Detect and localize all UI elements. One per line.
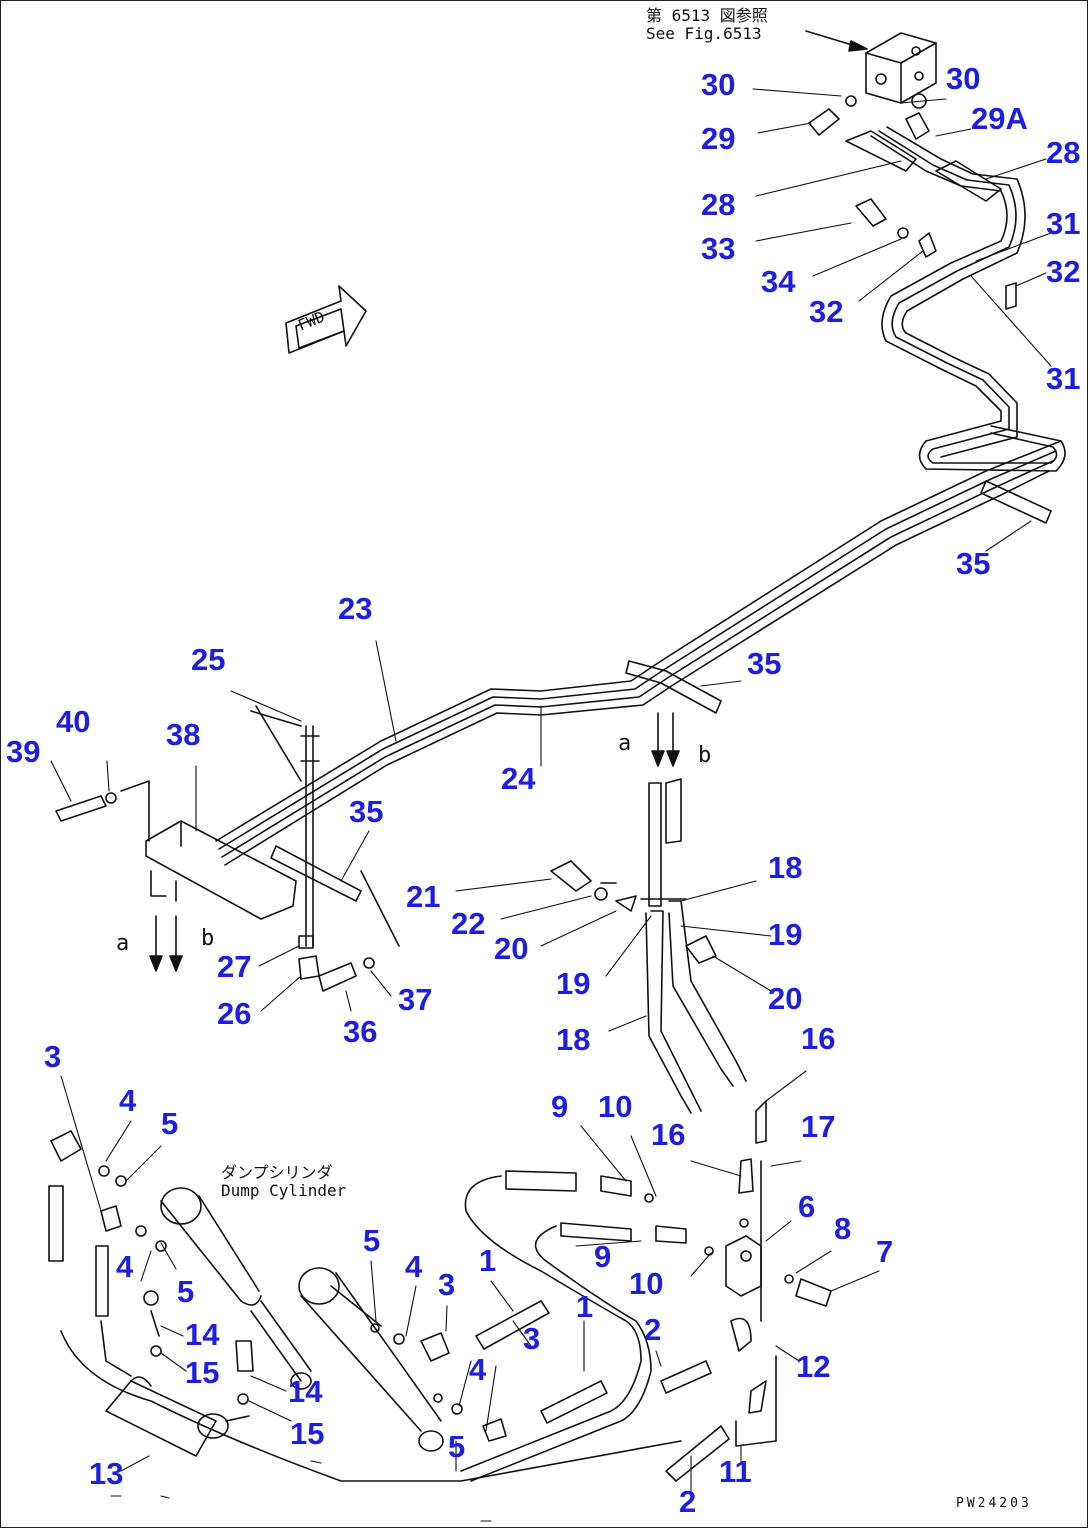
bracket-38 [55, 780, 297, 920]
callout-14: 14 [185, 1317, 220, 1352]
callout-5: 5 [363, 1223, 381, 1258]
drawing-code: PW24203 [956, 1496, 1032, 1511]
callout-9: 9 [594, 1239, 612, 1274]
callout-21: 21 [406, 879, 441, 914]
callout-32: 32 [1046, 254, 1081, 289]
fwd-arrow-symbol [285, 285, 367, 354]
callout-29a: 29A [971, 101, 1028, 136]
cylinder-arm [298, 1267, 444, 1452]
clip-marks [110, 1460, 492, 1522]
flow-arrows [149, 712, 680, 972]
callout-8: 8 [834, 1211, 852, 1246]
callout-1: 1 [479, 1243, 497, 1278]
callout-24: 24 [501, 761, 536, 796]
callout-20: 20 [494, 931, 529, 966]
callout-18: 18 [556, 1022, 591, 1057]
callout-31: 31 [1046, 206, 1081, 241]
callout-3: 3 [523, 1321, 541, 1356]
callout-37: 37 [398, 982, 433, 1017]
callout-13: 13 [89, 1456, 124, 1491]
callout-1: 1 [576, 1289, 594, 1324]
callout-5: 5 [177, 1274, 195, 1309]
callout-3: 3 [44, 1039, 62, 1074]
callout-22: 22 [451, 906, 486, 941]
callout-4: 4 [119, 1083, 137, 1118]
flow-mark-a-left: a [116, 931, 131, 956]
callout-4: 4 [469, 1352, 487, 1387]
lower-hoses [60, 1170, 682, 1482]
callout-35: 35 [747, 646, 782, 681]
hoses-18-19 [550, 778, 747, 1114]
callout-3: 3 [438, 1267, 456, 1302]
reference-arrowhead [848, 40, 868, 52]
reference-note: 第 6513 図参照 See Fig.6513 [646, 6, 768, 44]
callout-36: 36 [343, 1014, 378, 1049]
tube-bundle-upper [870, 126, 1066, 472]
dump-cylinder-label-jp: ダンプシリンダ [221, 1163, 333, 1182]
callout-26: 26 [217, 996, 252, 1031]
callout-16: 16 [801, 1021, 836, 1056]
callout-5: 5 [161, 1106, 179, 1141]
callout-14: 14 [288, 1374, 323, 1409]
callout-18: 18 [768, 850, 803, 885]
callout-15: 15 [290, 1416, 325, 1451]
center-fittings [370, 1300, 608, 1442]
callout-17: 17 [801, 1109, 836, 1144]
callout-15: 15 [185, 1355, 220, 1390]
left-fittings [48, 1130, 254, 1405]
callout-39: 39 [6, 734, 41, 769]
callout-2: 2 [679, 1484, 697, 1519]
callout-16: 16 [651, 1117, 686, 1152]
flow-mark-a-right: a [618, 731, 633, 756]
reference-note-en: See Fig.6513 [646, 24, 762, 44]
callout-19: 19 [768, 917, 803, 952]
callout-35: 35 [956, 546, 991, 581]
callout-11: 11 [719, 1454, 752, 1489]
callout-10: 10 [629, 1266, 664, 1301]
callout-2: 2 [644, 1312, 662, 1347]
callout-20: 20 [768, 981, 803, 1016]
callout-4: 4 [405, 1249, 423, 1284]
callout-30: 30 [701, 67, 736, 102]
tube-run-diagonal [215, 440, 1062, 866]
flow-mark-b-left: b [201, 926, 216, 951]
manifold-assembly [600, 1100, 832, 1482]
clamps [270, 480, 1052, 902]
callout-38: 38 [166, 717, 201, 752]
dump-cylinder [160, 1187, 312, 1390]
dump-cylinder-label: ダンプシリンダ Dump Cylinder [221, 1163, 347, 1201]
callout-40: 40 [56, 704, 91, 739]
callout-23: 23 [338, 591, 373, 626]
callout-35: 35 [349, 794, 384, 829]
valve-13 [105, 1376, 250, 1457]
callout-10: 10 [598, 1089, 633, 1124]
callout-29: 29 [701, 121, 736, 156]
callout-31: 31 [1046, 361, 1081, 396]
callout-9: 9 [551, 1089, 569, 1124]
callout-33: 33 [701, 231, 736, 266]
callout-28: 28 [1046, 135, 1081, 170]
valve-block [865, 32, 937, 104]
callout-25: 25 [191, 642, 226, 677]
callout-5: 5 [448, 1429, 466, 1464]
callout-6: 6 [798, 1189, 816, 1224]
bracket-rod-25 [250, 705, 400, 992]
callout-4: 4 [116, 1249, 134, 1284]
flow-mark-b-right: b [698, 743, 713, 768]
reference-note-jp: 第 6513 図参照 [646, 6, 768, 25]
callout-12: 12 [796, 1349, 831, 1384]
callout-32: 32 [809, 294, 844, 329]
dump-cylinder-label-en: Dump Cylinder [221, 1181, 347, 1201]
callout-7: 7 [876, 1234, 894, 1269]
callout-34: 34 [761, 264, 796, 299]
callout-30: 30 [946, 61, 981, 96]
callout-27: 27 [217, 949, 252, 984]
callout-19: 19 [556, 966, 591, 1001]
leader-lines [50, 88, 1052, 1502]
callout-28: 28 [701, 187, 736, 222]
